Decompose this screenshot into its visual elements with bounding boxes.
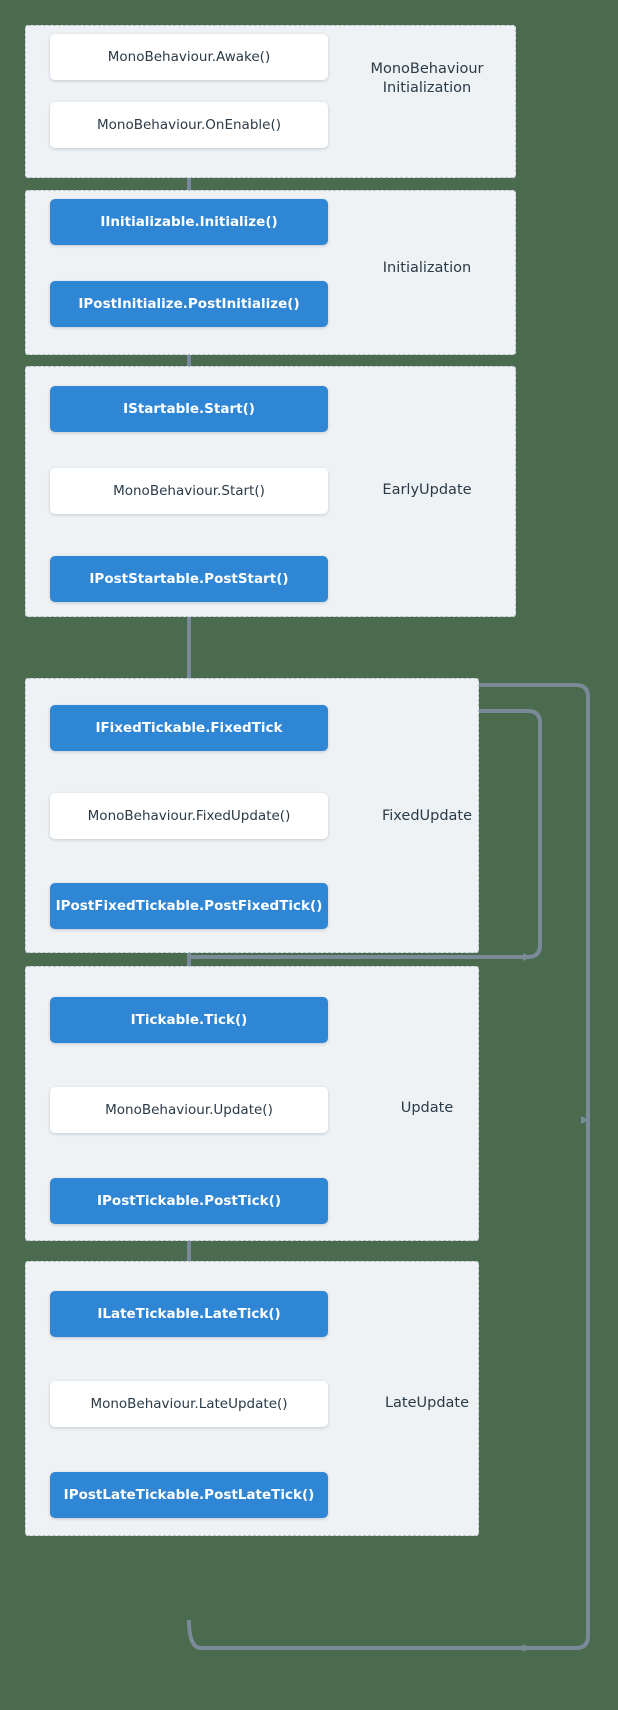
node-ipostlatetickable-postlatetick[interactable]: IPostLateTickable.PostLateTick() bbox=[50, 1472, 328, 1518]
node-ipostfixedtickable-postfixedtick[interactable]: IPostFixedTickable.PostFixedTick() bbox=[50, 883, 328, 929]
node-ifixedtickable-fixedtick[interactable]: IFixedTickable.FixedTick bbox=[50, 705, 328, 751]
group-label-update: Update bbox=[400, 1100, 454, 1116]
node-iinitializable-initialize[interactable]: IInitializable.Initialize() bbox=[50, 199, 328, 245]
node-ilatetickable-latetick[interactable]: ILateTickable.LateTick() bbox=[50, 1291, 328, 1337]
group-label-earlyupdate: EarlyUpdate bbox=[382, 482, 472, 498]
node-mb-awake[interactable]: MonoBehaviour.Awake() bbox=[50, 34, 328, 80]
group-label-initialization: Initialization bbox=[382, 260, 472, 276]
node-itickable-tick[interactable]: ITickable.Tick() bbox=[50, 997, 328, 1043]
node-mb-start[interactable]: MonoBehaviour.Start() bbox=[50, 468, 328, 514]
node-ipoststartable-poststart[interactable]: IPostStartable.PostStart() bbox=[50, 556, 328, 602]
node-iposttickable-posttick[interactable]: IPostTickable.PostTick() bbox=[50, 1178, 328, 1224]
node-mb-lateupdate[interactable]: MonoBehaviour.LateUpdate() bbox=[50, 1381, 328, 1427]
group-label-fixedupdate: FixedUpdate bbox=[381, 808, 473, 824]
node-istartable-start[interactable]: IStartable.Start() bbox=[50, 386, 328, 432]
node-mb-fixedupdate[interactable]: MonoBehaviour.FixedUpdate() bbox=[50, 793, 328, 839]
node-ipostinitialize-postinitialize[interactable]: IPostInitialize.PostInitialize() bbox=[50, 281, 328, 327]
group-label-monobehaviour-initialization: MonoBehaviour Initialization bbox=[370, 61, 484, 96]
node-mb-update[interactable]: MonoBehaviour.Update() bbox=[50, 1087, 328, 1133]
group-label-lateupdate: LateUpdate bbox=[384, 1395, 470, 1411]
node-mb-onenable[interactable]: MonoBehaviour.OnEnable() bbox=[50, 102, 328, 148]
